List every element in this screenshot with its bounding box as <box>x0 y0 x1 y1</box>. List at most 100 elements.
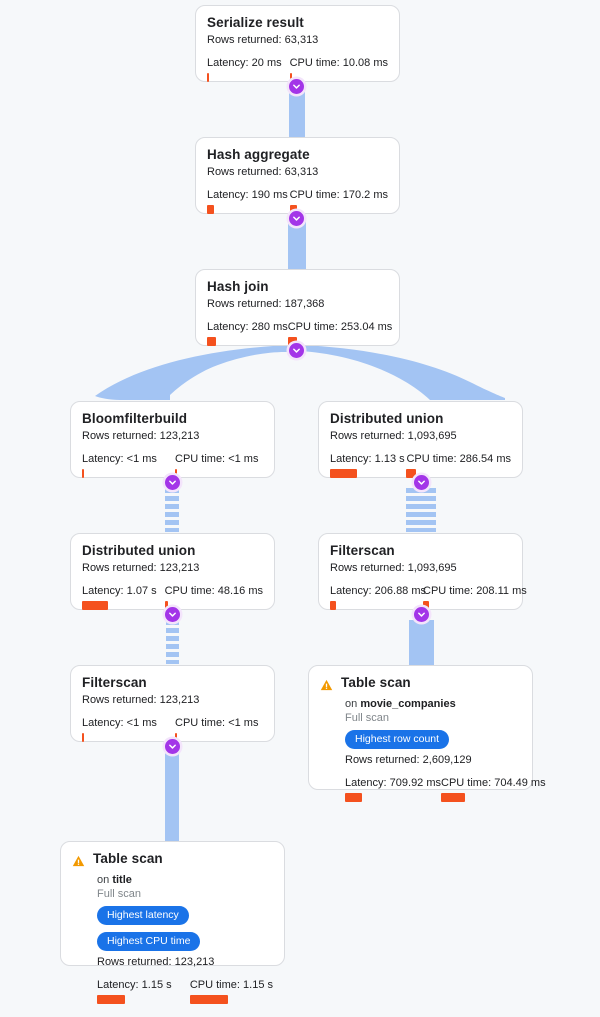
node-serialize-result[interactable]: Serialize result Rows returned: 63,313 L… <box>195 5 400 82</box>
collapse-toggle-distributed-union-left[interactable] <box>165 607 180 622</box>
node-header: Hash join <box>207 279 388 295</box>
cpu-bar <box>423 601 429 610</box>
warning-triangle-icon <box>72 854 85 872</box>
rows-value: 187,368 <box>284 298 325 310</box>
rows-label: Rows returned: <box>82 694 157 706</box>
cpu-label: CPU time: 1.15 s <box>190 978 273 992</box>
rows-label: Rows returned: <box>82 562 157 574</box>
cpu-value: 704.49 ms <box>494 777 546 789</box>
badge-highest-latency[interactable]: Highest latency <box>97 906 189 925</box>
cpu-label: CPU time: 286.54 ms <box>406 452 511 466</box>
node-rows-returned: Rows returned: 63,313 <box>207 165 388 179</box>
node-metrics: Latency: 1.13 s CPU time: 286.54 ms <box>330 452 511 478</box>
latency-prefix: Latency: <box>82 717 124 729</box>
edge-filterscan-to-table-scan-movie-companies <box>409 620 434 670</box>
node-title-block: Table scan <box>341 675 411 691</box>
latency-bar <box>330 601 336 610</box>
node-distributed-union-left[interactable]: Distributed union Rows returned: 123,213… <box>70 533 275 610</box>
node-body: on movie_companies Full scan Highest row… <box>320 697 546 802</box>
node-body: on title Full scan Highest latency Highe… <box>72 873 273 1004</box>
cpu-value: 170.2 ms <box>342 189 388 201</box>
cpu-prefix: CPU time: <box>441 777 492 789</box>
latency-prefix: Latency: <box>207 57 249 69</box>
cpu-metric: CPU time: 1.15 s <box>189 978 273 1004</box>
cpu-metric: CPU time: 48.16 ms <box>164 584 263 610</box>
rows-value: 2,609,129 <box>422 754 472 766</box>
collapse-toggle-serialize-result[interactable] <box>289 79 304 94</box>
latency-metric: Latency: 280 ms <box>207 320 288 346</box>
edge-filterscan-to-table-scan-title <box>165 753 179 845</box>
node-title: Hash join <box>207 279 269 294</box>
node-rows-returned: Rows returned: 123,213 <box>82 429 263 443</box>
node-title: Table scan <box>93 851 163 866</box>
node-scan-type: Full scan <box>97 888 142 900</box>
cpu-value: 208.11 ms <box>476 585 527 597</box>
node-title-block: Table scan <box>93 851 163 867</box>
node-scan-target: on movie_companies <box>345 697 521 711</box>
latency-label: Latency: 1.15 s <box>97 978 190 992</box>
on-prefix: on <box>97 874 110 886</box>
latency-prefix: Latency: <box>97 979 139 991</box>
cpu-value: 10.08 ms <box>342 57 388 69</box>
node-metrics: Latency: 709.92 ms CPU time: 704.49 ms <box>345 776 546 802</box>
node-hash-aggregate[interactable]: Hash aggregate Rows returned: 63,313 Lat… <box>195 137 400 214</box>
latency-value: 206.88 ms <box>374 585 427 597</box>
rows-value: 1,093,695 <box>407 562 457 574</box>
node-hash-join[interactable]: Hash join Rows returned: 187,368 Latency… <box>195 269 400 346</box>
node-bloomfilterbuild[interactable]: Bloomfilterbuild Rows returned: 123,213 … <box>70 401 275 478</box>
node-header: Hash aggregate <box>207 147 388 163</box>
node-filterscan-left[interactable]: Filterscan Rows returned: 123,213 Latenc… <box>70 665 275 742</box>
latency-metric: Latency: 709.92 ms <box>345 776 441 802</box>
rows-label: Rows returned: <box>207 34 282 46</box>
cpu-bar <box>164 601 168 610</box>
node-table-scan-title[interactable]: Table scan on title Full scan Highest la… <box>60 841 285 1004</box>
latency-label: Latency: 1.13 s <box>330 452 406 466</box>
cpu-prefix: CPU time: <box>287 321 338 333</box>
cpu-label: CPU time: 48.16 ms <box>165 584 263 598</box>
node-rows-returned: Rows returned: 63,313 <box>207 33 388 47</box>
latency-prefix: Latency: <box>207 321 249 333</box>
rows-value: 123,213 <box>159 430 200 442</box>
cpu-bar <box>287 337 297 346</box>
node-distributed-union-right[interactable]: Distributed union Rows returned: 1,093,6… <box>318 401 523 478</box>
badge-highest-row-count[interactable]: Highest row count <box>345 730 450 749</box>
latency-prefix: Latency: <box>345 777 387 789</box>
latency-metric: Latency: 20 ms <box>207 56 290 82</box>
collapse-toggle-hash-join[interactable] <box>289 343 304 358</box>
latency-value: 709.92 ms <box>389 777 442 789</box>
cpu-label: CPU time: 704.49 ms <box>441 776 546 790</box>
latency-bar <box>82 601 108 610</box>
edge-serialize-to-aggregate <box>289 86 305 138</box>
latency-label: Latency: 20 ms <box>207 56 290 70</box>
cpu-metric: CPU time: 286.54 ms <box>406 452 511 478</box>
rows-value: 123,213 <box>174 956 215 968</box>
node-title: Distributed union <box>330 411 444 426</box>
rows-label: Rows returned: <box>330 430 405 442</box>
node-filterscan-right[interactable]: Filterscan Rows returned: 1,093,695 Late… <box>318 533 527 610</box>
latency-bar <box>345 793 362 802</box>
node-metrics: Latency: 1.15 s CPU time: 1.15 s <box>97 978 273 1004</box>
latency-prefix: Latency: <box>330 585 372 597</box>
collapse-toggle-bloomfilterbuild[interactable] <box>165 475 180 490</box>
cpu-prefix: CPU time: <box>423 585 474 597</box>
rows-label: Rows returned: <box>97 956 172 968</box>
collapse-toggle-filterscan-left[interactable] <box>165 739 180 754</box>
cpu-bar <box>441 793 466 802</box>
cpu-value: 253.04 ms <box>340 321 393 333</box>
cpu-value: 286.54 ms <box>459 453 511 465</box>
rows-value: 63,313 <box>284 34 319 46</box>
cpu-value: <1 ms <box>228 453 259 465</box>
latency-label: Latency: 206.88 ms <box>330 584 427 598</box>
node-table-scan-movie-companies[interactable]: Table scan on movie_companies Full scan … <box>308 665 546 802</box>
cpu-label: CPU time: <1 ms <box>175 716 258 730</box>
cpu-prefix: CPU time: <box>175 717 226 729</box>
cpu-bar <box>289 73 292 82</box>
node-header: Bloomfilterbuild <box>82 411 263 427</box>
collapse-toggle-hash-aggregate[interactable] <box>289 211 304 226</box>
node-header: Distributed union <box>82 543 263 559</box>
node-title: Filterscan <box>82 675 147 690</box>
collapse-toggle-filterscan-right[interactable] <box>414 607 429 622</box>
collapse-toggle-distributed-union-right[interactable] <box>414 475 429 490</box>
badge-highest-cpu-time[interactable]: Highest CPU time <box>97 932 201 951</box>
